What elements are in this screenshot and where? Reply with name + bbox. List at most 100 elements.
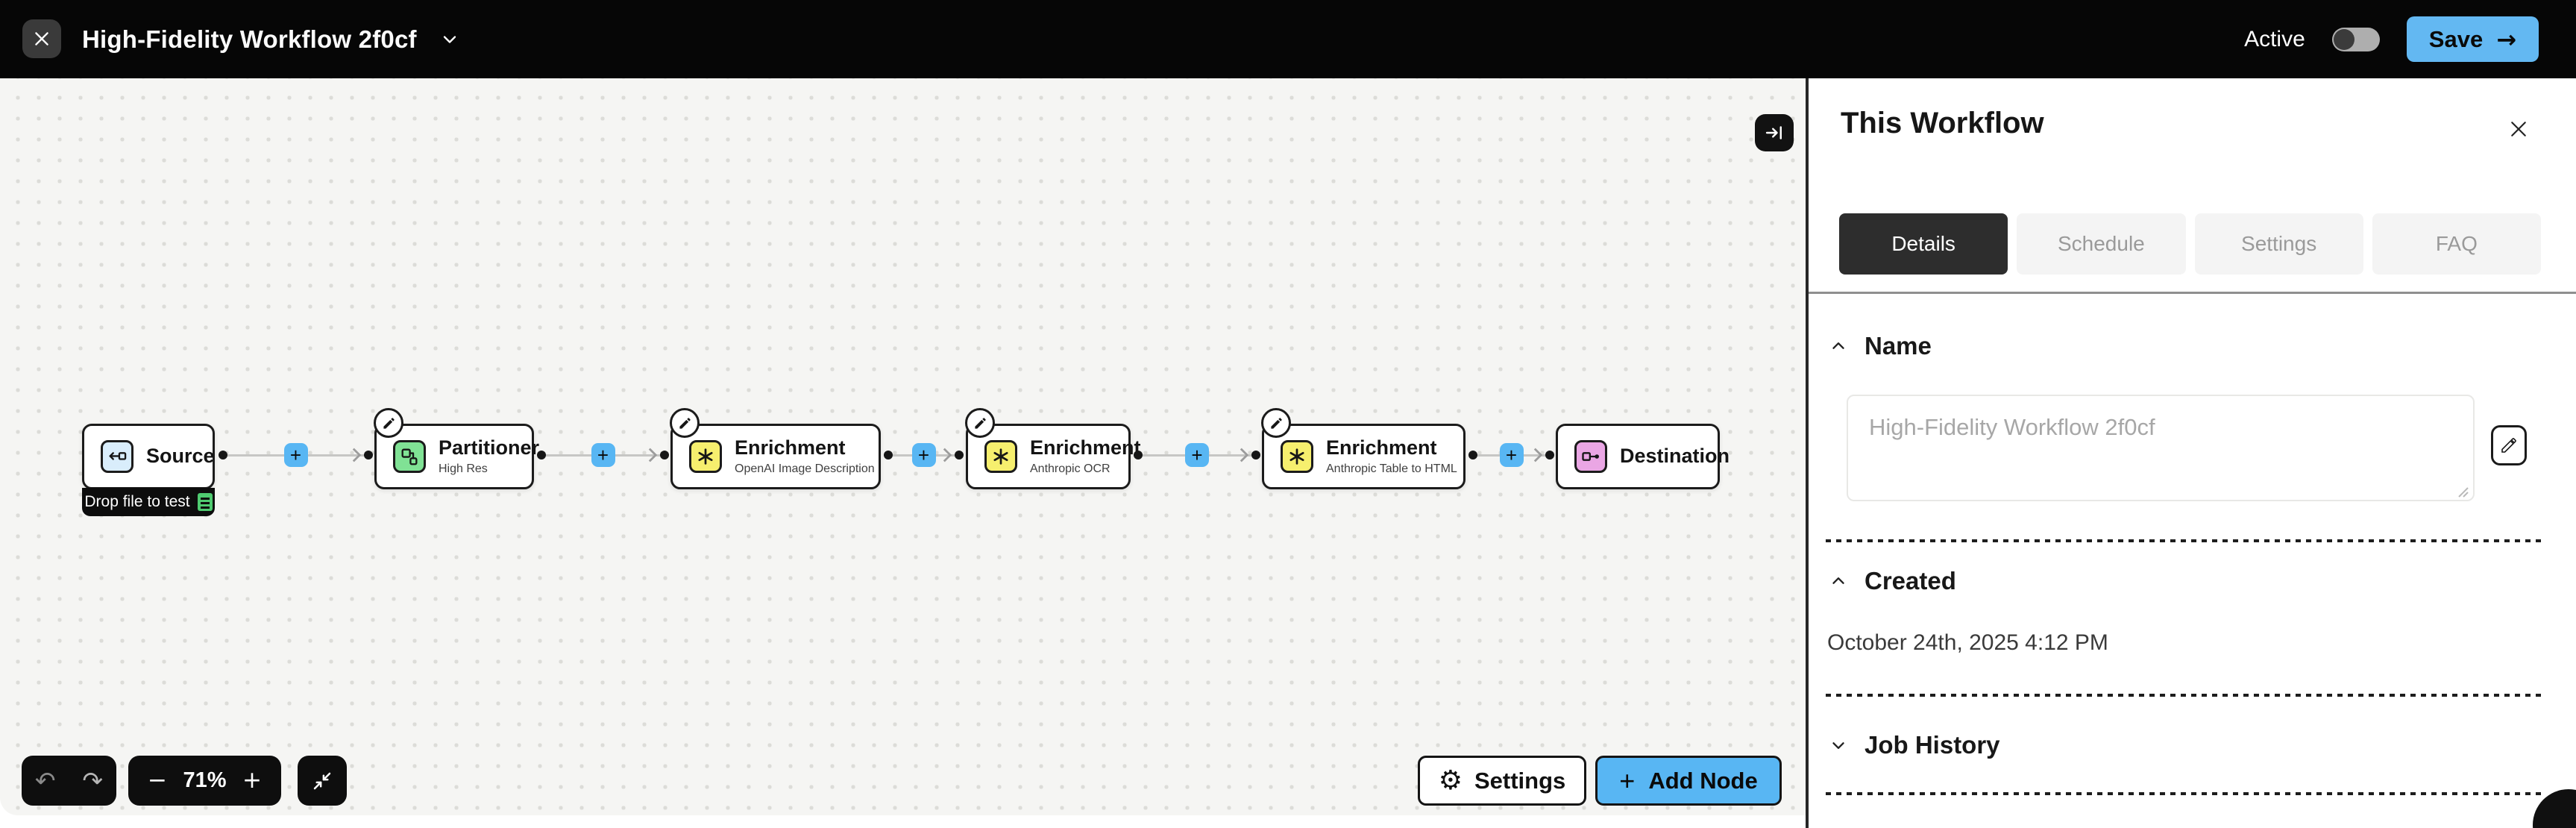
edit-node-badge[interactable] [374, 408, 403, 438]
node-source[interactable]: Source [82, 424, 215, 489]
edge-target-handle[interactable] [1545, 451, 1554, 460]
undo-button[interactable]: ↶ [34, 766, 56, 795]
section-name-header[interactable]: Name [1829, 332, 1932, 360]
active-toggle-label: Active [2244, 26, 2305, 51]
redo-button[interactable]: ↷ [82, 766, 104, 795]
edge-add-node-button[interactable]: + [1499, 443, 1524, 467]
node-enrichment-2[interactable]: Enrichment Anthropic OCR [965, 408, 1141, 489]
edit-node-badge[interactable] [1261, 408, 1291, 438]
tab-schedule[interactable]: Schedule [2017, 213, 2186, 275]
arrow-right-icon: → [2496, 25, 2516, 54]
edge-source-handle[interactable] [1468, 451, 1477, 460]
node-partitioner[interactable]: Partitioner High Res [374, 408, 539, 489]
edge-arrowhead-icon [942, 446, 952, 464]
edge-source-partitioner: + [219, 443, 373, 467]
active-toggle[interactable] [2331, 27, 2380, 51]
edit-name-button[interactable] [2491, 425, 2527, 465]
settings-button-label: Settings [1474, 767, 1566, 794]
edge-partitioner-enrichment1: + [537, 443, 669, 467]
chevron-down-icon [439, 29, 460, 50]
collapse-arrows-icon [311, 770, 333, 792]
section-created-header[interactable]: Created [1829, 567, 1956, 595]
chevron-up-icon [1829, 571, 1848, 591]
pencil-icon [973, 416, 987, 430]
node-subtitle: High Res [439, 462, 488, 475]
edge-enrichment3-destination: + [1468, 443, 1554, 467]
zoom-in-button[interactable]: + [242, 767, 262, 794]
section-job-history-label: Job History [1865, 731, 2000, 759]
edge-target-handle[interactable] [1251, 451, 1260, 460]
drop-file-label: Drop file to test [84, 493, 190, 510]
created-timestamp: October 24th, 2025 4:12 PM [1827, 630, 2108, 655]
workflow-title[interactable]: High-Fidelity Workflow 2f0cf [82, 0, 460, 78]
collapse-right-icon [1764, 122, 1785, 143]
section-name-label: Name [1865, 332, 1932, 360]
workflow-canvas[interactable]: Source Drop file to test Partitioner Hig… [0, 78, 1806, 815]
panel-tabs: Details Schedule Settings FAQ [1839, 213, 2541, 275]
drop-file-to-test-zone[interactable]: Drop file to test [82, 488, 215, 516]
node-title: Destination [1620, 445, 1730, 468]
chevron-up-icon [1829, 336, 1848, 356]
edge-add-node-button[interactable]: + [911, 443, 936, 467]
section-divider [1826, 539, 2541, 542]
node-enrichment-3[interactable]: Enrichment Anthropic Table to HTML [1261, 408, 1466, 489]
panel-title: This Workflow [1841, 107, 2044, 139]
tabs-divider [1809, 292, 2576, 294]
pencil-icon [2500, 436, 2518, 454]
canvas-settings-button[interactable]: ⚙ Settings [1418, 756, 1586, 806]
top-bar-actions: Active Save → [2244, 0, 2539, 78]
pencil-icon [382, 416, 396, 430]
close-icon [32, 29, 51, 48]
fit-view-button[interactable] [298, 756, 347, 806]
node-destination[interactable]: Destination [1556, 424, 1730, 489]
edge-add-node-button[interactable]: + [283, 443, 308, 467]
edge-arrowhead-icon [1239, 446, 1249, 464]
collapse-panel-button[interactable] [1755, 114, 1794, 151]
node-title: Partitioner [439, 436, 540, 460]
node-enrichment-1[interactable]: Enrichment OpenAI Image Description [670, 408, 881, 489]
node-title: Source [146, 445, 215, 468]
tab-details[interactable]: Details [1839, 213, 2008, 275]
edge-target-handle[interactable] [660, 451, 669, 460]
plus-icon: + [1619, 765, 1636, 796]
close-workflow-button[interactable] [22, 19, 61, 58]
edge-source-handle[interactable] [537, 451, 546, 460]
edit-node-badge[interactable] [670, 408, 700, 438]
toggle-knob [2333, 28, 2354, 50]
workflow-name-input[interactable] [1847, 395, 2475, 501]
node-title: Enrichment [1326, 436, 1437, 460]
add-node-button[interactable]: + Add Node [1595, 756, 1782, 806]
node-subtitle: Anthropic OCR [1030, 462, 1110, 475]
add-node-button-label: Add Node [1648, 767, 1758, 794]
node-subtitle: Anthropic Table to HTML [1326, 462, 1457, 475]
edge-source-handle[interactable] [219, 451, 227, 460]
gear-icon: ⚙ [1438, 765, 1463, 796]
zoom-out-button[interactable]: − [148, 767, 167, 794]
file-icon [197, 493, 213, 511]
enrichment-icon [689, 440, 722, 473]
edge-add-node-button[interactable]: + [591, 443, 615, 467]
section-divider [1826, 694, 2541, 697]
section-job-history-header[interactable]: Job History [1829, 731, 2000, 759]
edge-source-handle[interactable] [1134, 451, 1143, 460]
pencil-icon [678, 416, 692, 430]
edge-source-handle[interactable] [884, 451, 893, 460]
node-title: Enrichment [735, 436, 846, 460]
tab-faq[interactable]: FAQ [2372, 213, 2541, 275]
edge-target-handle[interactable] [955, 451, 964, 460]
save-button[interactable]: Save → [2406, 16, 2539, 62]
edge-target-handle[interactable] [364, 451, 373, 460]
history-controls: ↶ ↷ [22, 756, 116, 806]
section-created-label: Created [1865, 567, 1956, 595]
zoom-controls: − 71% + [128, 756, 281, 806]
edge-enrichment2-enrichment3: + [1134, 443, 1260, 467]
section-divider [1826, 792, 2541, 795]
close-icon [2507, 118, 2530, 140]
close-panel-button[interactable] [2504, 114, 2533, 144]
node-title: Enrichment [1030, 436, 1141, 460]
enrichment-icon [1281, 440, 1313, 473]
edit-node-badge[interactable] [965, 408, 995, 438]
tab-settings[interactable]: Settings [2194, 213, 2363, 275]
edge-add-node-button[interactable]: + [1185, 443, 1209, 467]
